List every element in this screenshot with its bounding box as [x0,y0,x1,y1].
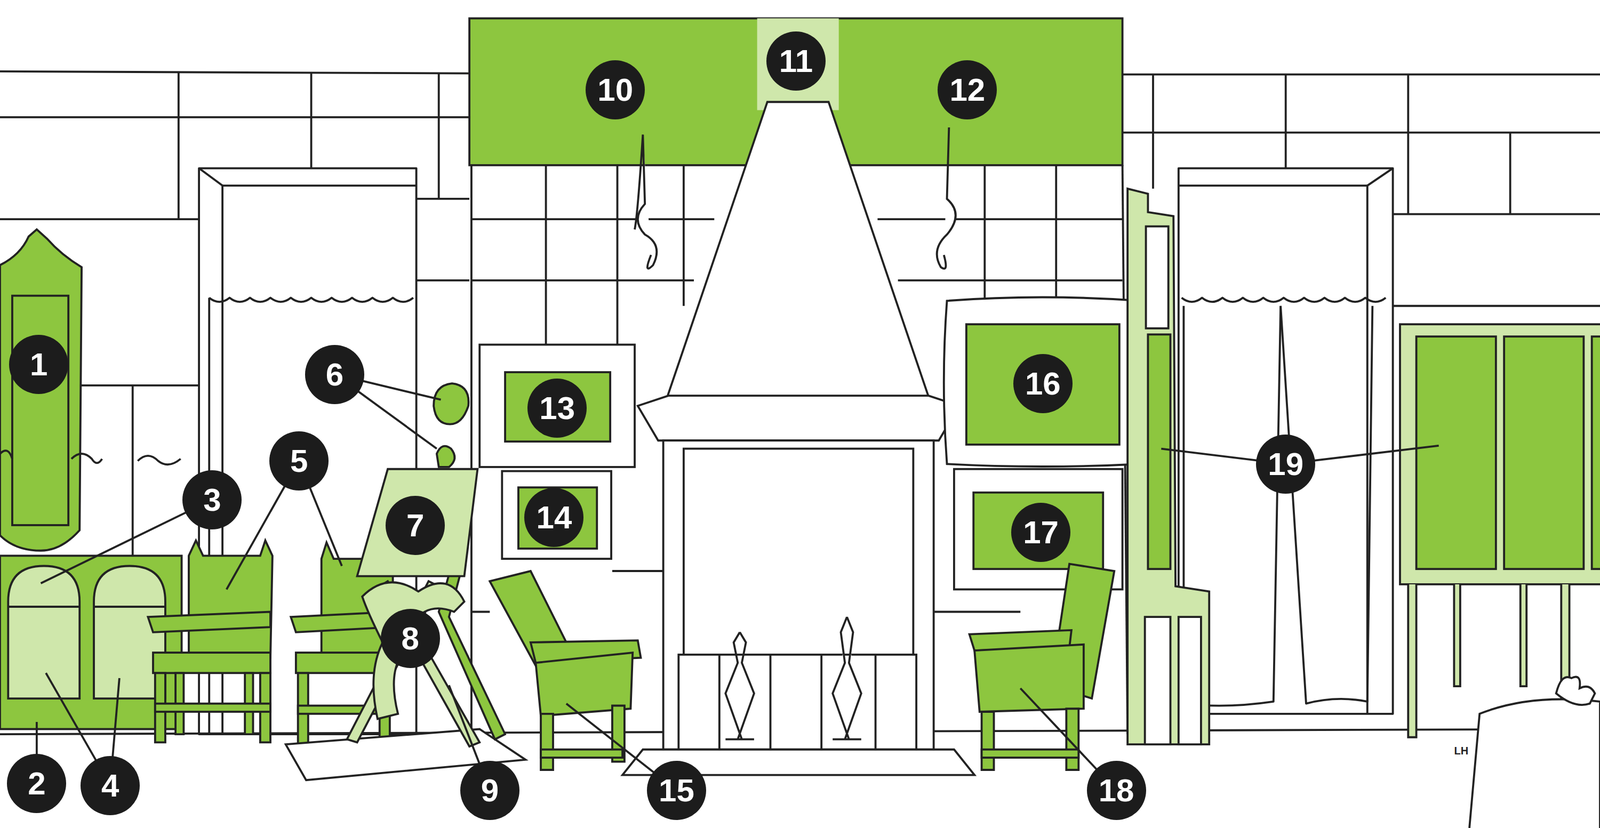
artist-signature: LH [1452,745,1470,758]
callout-number: 7 [385,496,445,556]
callout-number: 13 [527,378,587,438]
callout-number: 9 [460,761,520,821]
callout-number: 6 [305,345,365,405]
callout-number: 14 [524,488,584,548]
callout-number: 17 [1011,502,1071,563]
callout-number: 3 [182,470,242,530]
callout-number: 18 [1086,761,1147,821]
callout-number: 10 [585,60,645,120]
callout-number: 2 [6,754,67,814]
callout-number: 5 [269,431,329,491]
callout-number: 15 [646,761,707,821]
callout-number: 16 [1013,354,1073,414]
callout-number: 19 [1256,434,1316,494]
callout-number: 12 [937,60,997,120]
callout-number: 4 [80,756,140,816]
callout-number: 11 [766,31,826,91]
callout-number: 8 [380,609,440,669]
callout-number: 1 [9,334,69,395]
